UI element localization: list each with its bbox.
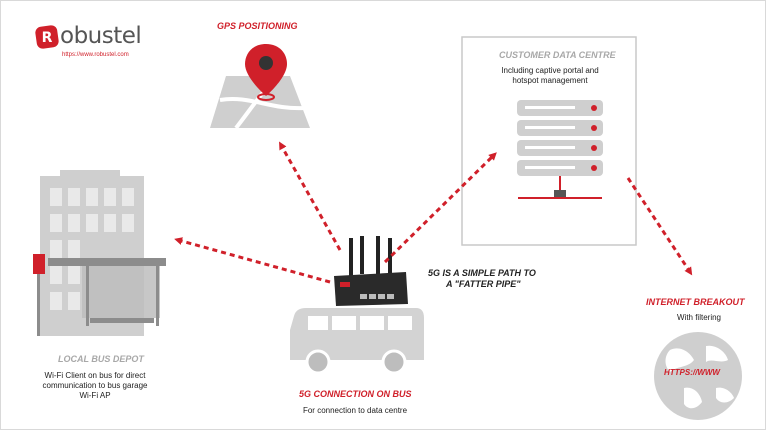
gps-title: GPS POSITIONING <box>217 21 298 31</box>
pipe-line-2: A "FATTER PIPE" <box>446 279 521 289</box>
server-rack-icon <box>517 100 603 199</box>
depot-desc-2: communication to bus garage <box>42 381 148 390</box>
connector-arrows <box>174 141 693 284</box>
bus-desc: For connection to data centre <box>302 406 408 415</box>
pipe-line-1: 5G IS A SIMPLE PATH TO <box>428 268 536 278</box>
map-pin-icon <box>210 44 310 130</box>
internet-title: INTERNET BREAKOUT <box>646 297 745 307</box>
datacentre-title: CUSTOMER DATA CENTRE <box>499 50 616 60</box>
globe-label: HTTPS://WWW <box>664 368 720 377</box>
arrow-to-gps <box>279 141 342 251</box>
arrow-to-datacentre <box>383 152 497 264</box>
bus-stop-icon <box>33 254 166 336</box>
arrow-to-internet <box>626 177 693 276</box>
datacentre-frame <box>461 36 637 246</box>
arrow-to-depot <box>174 237 331 284</box>
internet-desc: With filtering <box>676 313 721 322</box>
bus-icon <box>290 308 424 375</box>
brand-url[interactable]: https://www.robustel.com <box>62 52 129 58</box>
depot-desc-1: Wi-Fi Client on bus for direct <box>44 371 146 380</box>
datacentre-desc: Including captive portal and hotspot man… <box>501 66 599 85</box>
brand-name: obustel <box>60 23 142 49</box>
depot-desc-3: Wi-Fi AP <box>79 391 111 400</box>
depot-title: LOCAL BUS DEPOT <box>58 354 144 364</box>
globe-icon <box>654 332 742 420</box>
bus-title: 5G CONNECTION ON BUS <box>299 389 412 399</box>
svg-text:R: R <box>42 30 53 46</box>
router-icon <box>334 236 408 306</box>
robustel-logo-icon: R <box>35 25 59 49</box>
